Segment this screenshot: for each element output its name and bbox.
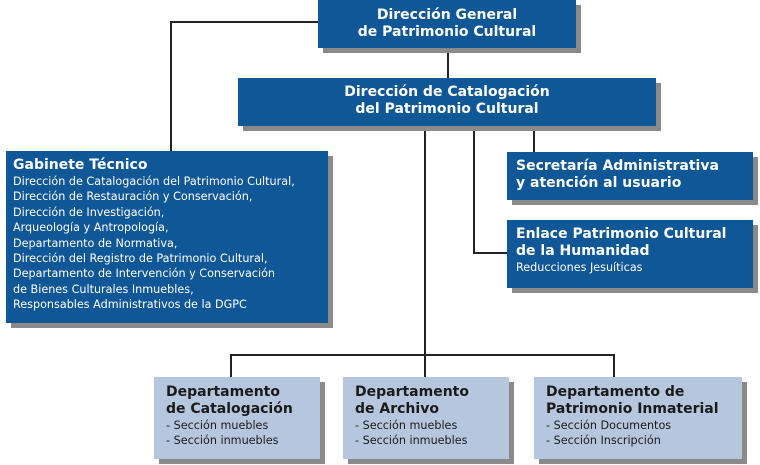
seccion-item: - Sección inmuebles bbox=[166, 434, 279, 448]
direccion-general-line2: de Patrimonio Cultural bbox=[357, 24, 537, 40]
enlace-line2: de la Humanidad bbox=[516, 243, 650, 259]
departamento-archivo-box: Departamento de Archivo - Sección mueble… bbox=[343, 377, 509, 459]
gabinete-tecnico-box: Gabinete Técnico Dirección de Catalogaci… bbox=[6, 151, 328, 323]
gabinete-tecnico-list: Dirección de Catalogación del Patrimonio… bbox=[13, 174, 328, 313]
connector-to-enlace bbox=[473, 126, 475, 254]
enlace-box: Enlace Patrimonio Cultural de la Humanid… bbox=[507, 220, 753, 288]
gabinete-item: de Bienes Culturales Inmuebles, bbox=[13, 282, 194, 296]
direccion-catalogacion-line2: del Patrimonio Cultural bbox=[355, 101, 539, 117]
enlace-line1: Enlace Patrimonio Cultural bbox=[516, 226, 727, 242]
direccion-general-box: Dirección General de Patrimonio Cultural bbox=[318, 0, 576, 48]
seccion-item: - Sección inmuebles bbox=[355, 434, 468, 448]
gabinete-item: Dirección de Catalogación del Patrimonio… bbox=[13, 175, 295, 188]
secretaria-line1: Secretaría Administrativa bbox=[516, 158, 719, 174]
departamento-archivo-list: - Sección muebles - Sección inmuebles bbox=[355, 418, 509, 449]
seccion-item: - Sección Inscripción bbox=[546, 434, 661, 448]
seccion-item: - Sección muebles bbox=[166, 419, 269, 432]
gabinete-item: Arqueología y Antropología, bbox=[13, 221, 169, 235]
enlace-sub: Reducciones Jesuíticas bbox=[516, 261, 643, 274]
connector-bottom-horizontal bbox=[230, 354, 615, 356]
gabinete-item: Departamento de Intervención y Conservac… bbox=[13, 267, 276, 281]
departamento-inmaterial-line2: Patrimonio Inmaterial bbox=[546, 401, 719, 417]
departamento-archivo-line2: de Archivo bbox=[355, 401, 439, 417]
connector-catalogacion-down bbox=[424, 126, 426, 356]
connector-dept-archivo bbox=[424, 354, 426, 378]
gabinete-item: Dirección de Restauración y Conservación… bbox=[13, 190, 253, 204]
connector-dept-catalogacion bbox=[230, 354, 232, 378]
secretaria-box: Secretaría Administrativa y atención al … bbox=[507, 152, 753, 200]
departamento-archivo-line1: Departamento bbox=[355, 384, 469, 400]
departamento-inmaterial-line1: Departamento de bbox=[546, 384, 685, 400]
departamento-inmaterial-box: Departamento de Patrimonio Inmaterial - … bbox=[534, 377, 742, 459]
gabinete-item: Dirección de Investigación, bbox=[13, 205, 165, 219]
departamento-catalogacion-box: Departamento de Catalogación - Sección m… bbox=[154, 377, 320, 459]
seccion-item: - Sección Documentos bbox=[546, 419, 672, 432]
connector-to-secretaria bbox=[533, 126, 535, 154]
departamento-catalogacion-line1: Departamento bbox=[166, 384, 280, 400]
direccion-catalogacion-line1: Dirección de Catalogación bbox=[344, 84, 550, 100]
departamento-catalogacion-list: - Sección muebles - Sección inmuebles bbox=[166, 418, 320, 449]
secretaria-line2: y atención al usuario bbox=[516, 175, 682, 191]
departamento-catalogacion-line2: de Catalogación bbox=[166, 401, 293, 417]
direccion-catalogacion-box: Dirección de Catalogación del Patrimonio… bbox=[238, 78, 656, 126]
connector-left-vertical bbox=[170, 21, 172, 153]
connector-enlace-horizontal bbox=[473, 252, 507, 254]
gabinete-item: Responsables Administrativos de la DGPC bbox=[13, 298, 247, 312]
connector-top-horizontal bbox=[170, 21, 320, 23]
connector-dept-inmaterial bbox=[613, 354, 615, 378]
gabinete-item: Dirección del Registro de Patrimonio Cul… bbox=[13, 252, 268, 266]
departamento-inmaterial-list: - Sección Documentos - Sección Inscripci… bbox=[546, 418, 742, 449]
gabinete-item: Departamento de Normativa, bbox=[13, 236, 178, 250]
seccion-item: - Sección muebles bbox=[355, 419, 458, 432]
direccion-general-line1: Dirección General bbox=[376, 7, 518, 23]
gabinete-tecnico-title: Gabinete Técnico bbox=[13, 157, 148, 173]
connector-dg-to-catalogacion bbox=[447, 48, 449, 80]
